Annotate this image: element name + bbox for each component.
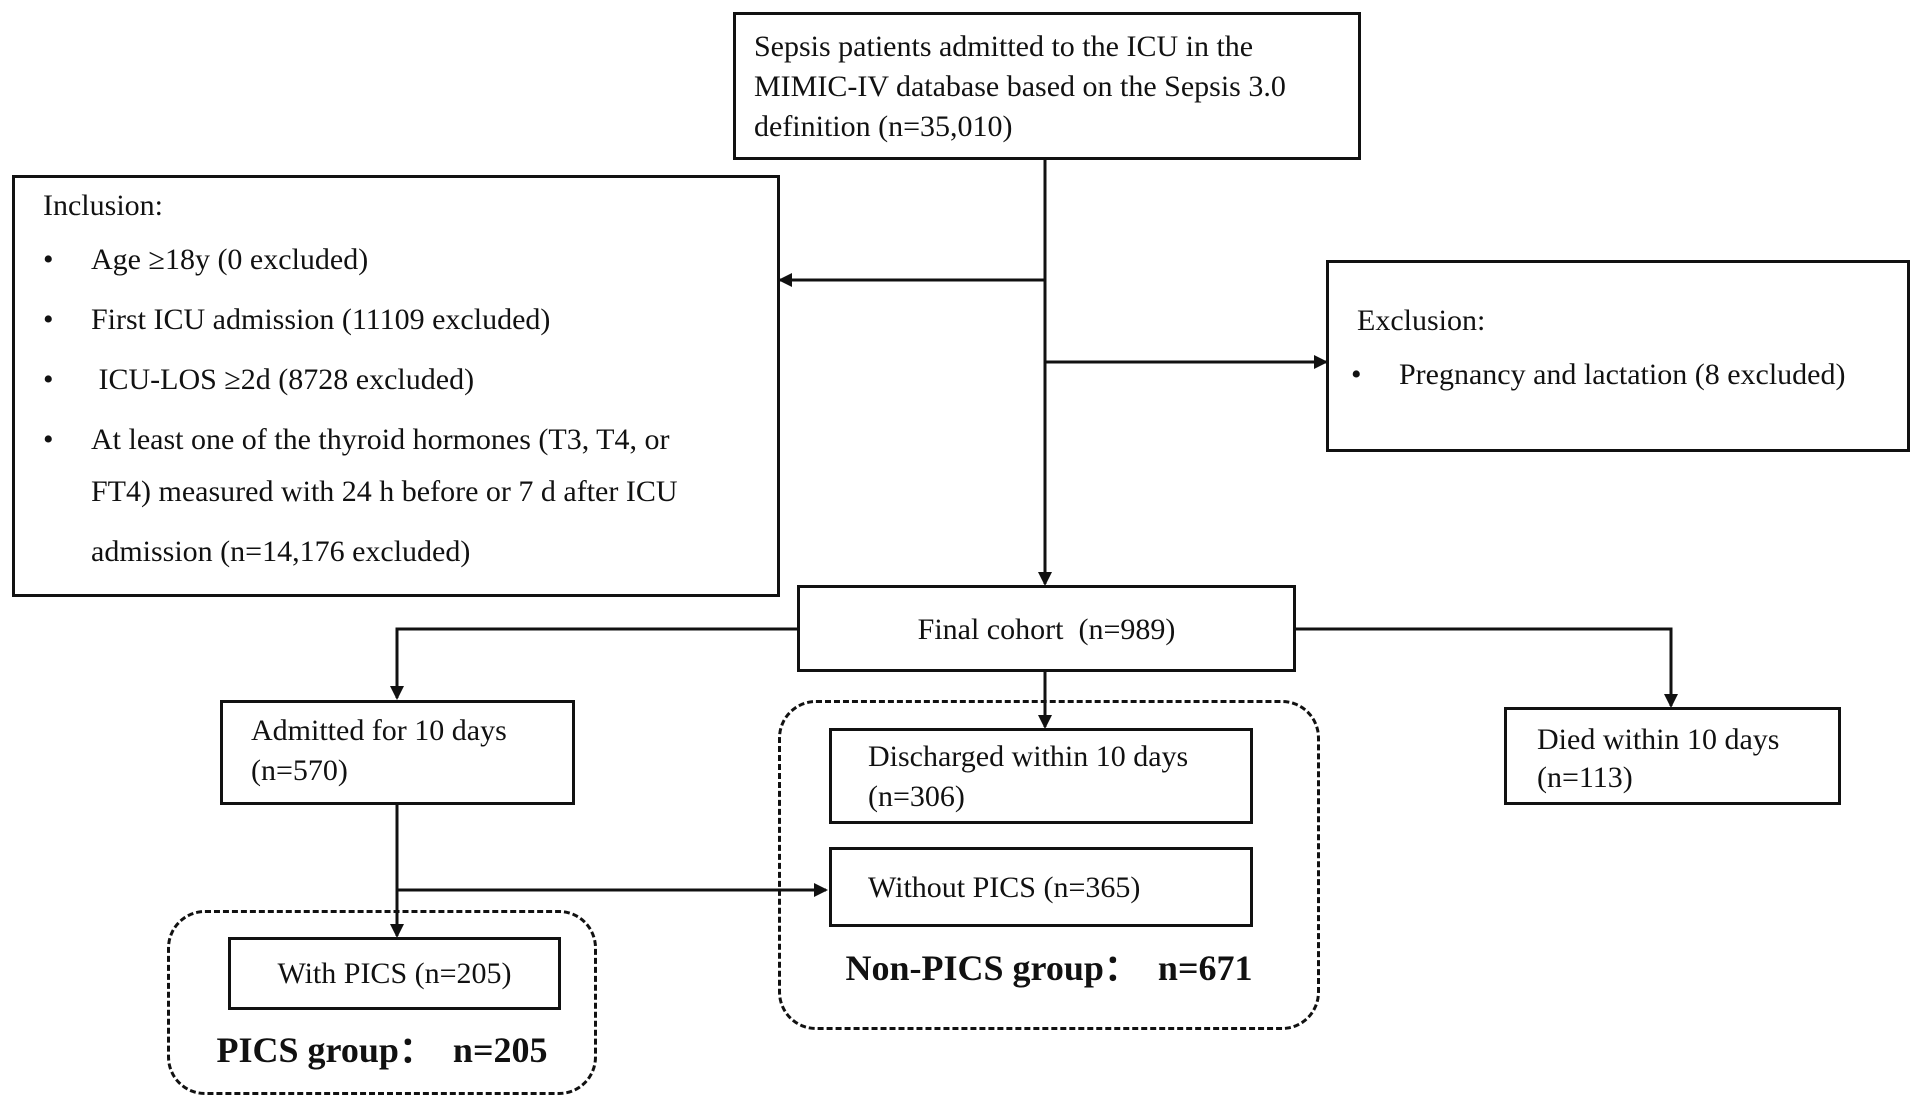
non-pics-group-outline [778, 700, 1320, 1030]
source-population-box: Sepsis patients admitted to the ICU in t… [733, 12, 1361, 160]
final-cohort-box: Final cohort (n=989) [797, 585, 1296, 672]
died-branch [1296, 627, 1678, 708]
admitted-branch [390, 627, 797, 700]
inclusion-item: At least one of the thyroid hormones (T3… [15, 410, 775, 470]
discharged-box: Discharged within 10 days (n=306) [829, 728, 1253, 824]
inclusion-list: Age ≥18y (0 excluded) First ICU admissio… [15, 230, 775, 470]
pics-group-label: PICS group： n=205 [216, 1030, 548, 1070]
with-pics-label: With PICS (n=205) [277, 957, 512, 990]
admitted-line-1: Admitted for 10 days [251, 714, 507, 747]
with-pics-box: With PICS (n=205) [228, 937, 561, 1010]
source-line-2: MIMIC-IV database based on the Sepsis 3.… [754, 70, 1286, 103]
inclusion-item: First ICU admission (11109 excluded) [15, 290, 775, 350]
source-line-3: definition (n=35,010) [754, 110, 1013, 143]
admitted-box: Admitted for 10 days (n=570) [220, 700, 575, 805]
exclusion-item: Pregnancy and lactation (8 excluded) [1323, 345, 1913, 405]
discharged-line-1: Discharged within 10 days [868, 740, 1189, 773]
pics-group-outline [167, 910, 597, 1095]
discharged-line-2: (n=306) [868, 780, 965, 813]
inclusion-item: ICU-LOS ≥2d (8728 excluded) [15, 350, 775, 410]
without-pics-label: Without PICS (n=365) [868, 871, 1141, 904]
died-line-2: (n=113) [1537, 761, 1633, 794]
inclusion-title: Inclusion: [43, 189, 163, 222]
source-line-1: Sepsis patients admitted to the ICU in t… [754, 30, 1254, 63]
final-cohort-label: Final cohort (n=989) [917, 613, 1176, 646]
exclusion-box: Exclusion: Pregnancy and lactation (8 ex… [1326, 260, 1910, 452]
non-pics-group-label: Non-PICS group： n=671 [845, 948, 1253, 988]
exclusion-list: Pregnancy and lactation (8 excluded) [1323, 345, 1913, 405]
inclusion-item-continuation-1: FT4) measured with 24 h before or 7 d af… [91, 475, 678, 508]
died-line-1: Died within 10 days [1537, 723, 1780, 756]
inclusion-box: Inclusion: Age ≥18y (0 excluded) First I… [12, 175, 780, 597]
inclusion-item: Age ≥18y (0 excluded) [15, 230, 775, 290]
without-pics-box: Without PICS (n=365) [829, 847, 1253, 927]
inclusion-item-continuation-2: admission (n=14,176 excluded) [91, 535, 471, 568]
admitted-line-2: (n=570) [251, 754, 348, 787]
exclusion-title: Exclusion: [1357, 304, 1486, 337]
died-box: Died within 10 days (n=113) [1504, 707, 1841, 805]
